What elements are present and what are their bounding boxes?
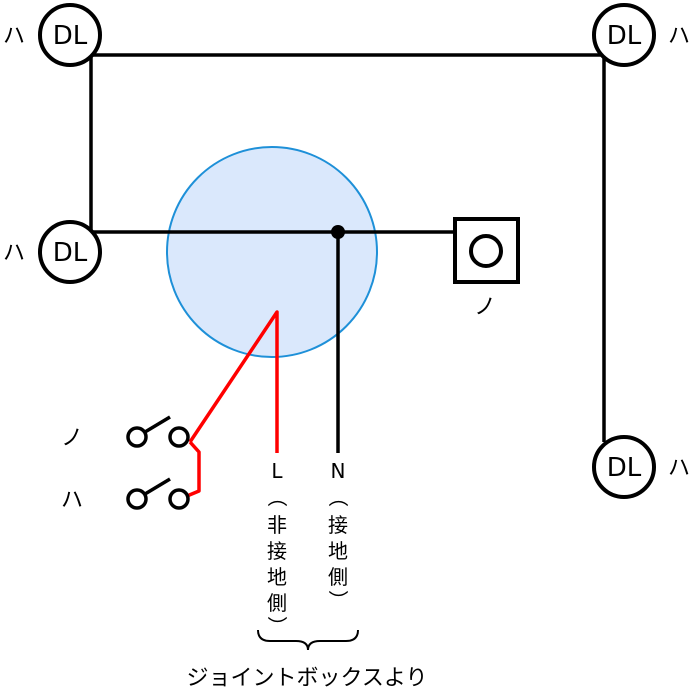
caption: ジョイントボックスより — [187, 666, 428, 691]
downlight-top-left: DL ハ — [3, 3, 102, 67]
downlight-top-right: DL ハ — [592, 3, 690, 67]
downlight-label: DL — [53, 21, 88, 51]
junction-box — [166, 146, 378, 358]
downlight-label: DL — [607, 453, 642, 483]
downlight-mid-left: DL ハ — [3, 220, 102, 284]
live-wire — [188, 310, 279, 453]
wire-junction-dot — [331, 225, 345, 239]
note-char: （ — [265, 487, 289, 507]
downlight-symbol: ハ — [668, 24, 690, 49]
grouping-brace — [257, 629, 359, 651]
switch-lower — [126, 477, 190, 510]
live-wire-note: （ 非 接 地 側 ） — [265, 487, 289, 636]
switch-lower-symbol: ハ — [61, 488, 83, 513]
downlight-symbol: ハ — [3, 24, 25, 49]
downlight-symbol: ハ — [3, 241, 25, 266]
neutral-wire-note: （ 接 地 側 ） — [326, 487, 350, 610]
neutral-wire-letter: N — [331, 459, 346, 483]
note-char: 非 — [267, 513, 287, 537]
note-char: 地 — [328, 539, 348, 563]
outlet-symbol: ノ — [474, 295, 496, 320]
downlight-label: DL — [607, 21, 642, 51]
note-char: 接 — [328, 513, 348, 537]
note-char: 地 — [267, 565, 287, 589]
outlet: ノ — [453, 217, 520, 320]
switch-upper — [126, 415, 190, 448]
note-char: 側 — [267, 591, 287, 615]
note-char: ） — [326, 590, 350, 610]
note-char: 接 — [267, 539, 287, 563]
switch-bridge-wire — [186, 440, 201, 498]
note-char: （ — [326, 487, 350, 507]
live-wiring — [186, 310, 279, 498]
downlight-bottom-right: DL ハ — [592, 435, 690, 499]
live-wire-letter: L — [271, 459, 283, 483]
switch-upper-symbol: ノ — [61, 426, 83, 451]
downlight-symbol: ハ — [668, 456, 690, 481]
black-wiring — [89, 53, 606, 453]
note-char: ） — [265, 616, 289, 636]
downlight-label: DL — [53, 238, 88, 268]
note-char: 側 — [328, 565, 348, 589]
